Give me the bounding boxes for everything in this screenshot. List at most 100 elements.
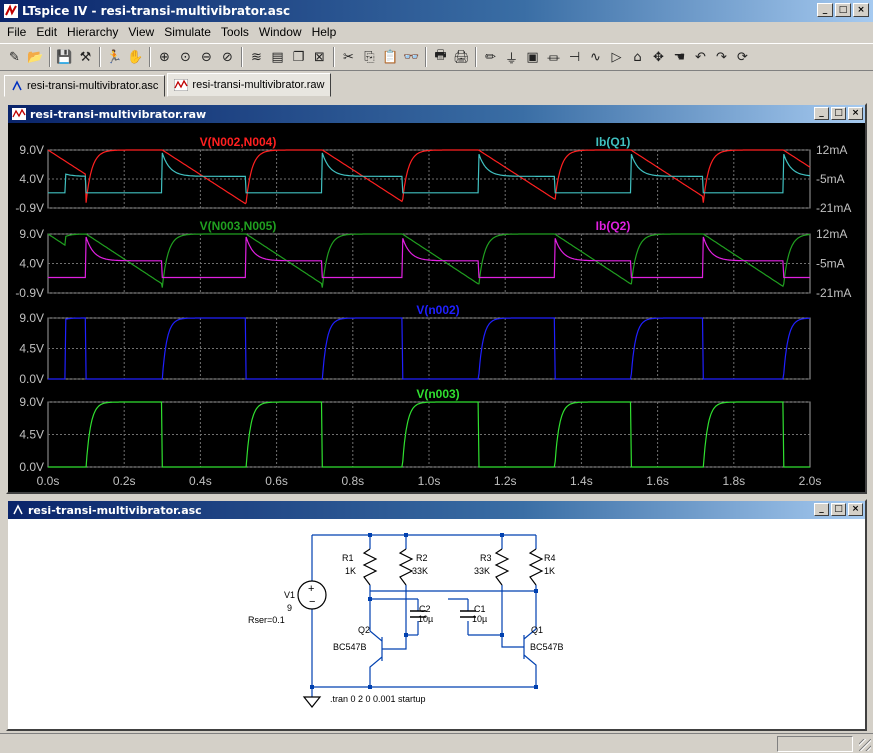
close-all-icon[interactable]: ⊠: [314, 49, 325, 65]
tab-waveform[interactable]: resi-transi-multivibrator.raw: [167, 73, 332, 97]
close-button[interactable]: ×: [848, 107, 863, 120]
menu-edit[interactable]: Edit: [36, 25, 58, 39]
close-button[interactable]: ×: [853, 3, 869, 17]
resize-grip-icon[interactable]: [859, 739, 871, 751]
app-title-bar: LTspice IV - resi-transi-multivibrator.a…: [0, 0, 873, 22]
ground-icon[interactable]: ⏚: [504, 51, 518, 67]
schematic-canvas[interactable]: + − R1 1K R2 33K R3 33K R4: [8, 519, 865, 729]
trace-label[interactable]: Ib(Q2): [596, 219, 631, 233]
trace-line: [48, 152, 811, 194]
print-icon[interactable]: 🖨: [453, 49, 470, 65]
x-tick-label: 1.2s: [494, 474, 517, 488]
maximize-button[interactable]: □: [835, 3, 851, 17]
paste-icon[interactable]: 📋: [382, 49, 399, 65]
rotate-icon[interactable]: ⟳: [737, 49, 748, 65]
tile-icon[interactable]: ▤: [271, 49, 284, 65]
run-icon[interactable]: 🏃: [106, 49, 123, 65]
undo-icon[interactable]: ↶: [695, 49, 706, 65]
y-tick-label: 9.0V: [19, 143, 44, 157]
maximize-button[interactable]: □: [831, 503, 846, 516]
zoom-out-icon[interactable]: ⊖: [201, 49, 212, 65]
schematic-drawing[interactable]: + − R1 1K R2 33K R3 33K R4: [8, 519, 865, 729]
menu-window[interactable]: Window: [258, 25, 302, 39]
waveform-icon: [12, 108, 26, 120]
control-panel-icon[interactable]: ⚒: [79, 49, 92, 65]
y2-tick-label: 12mA: [816, 227, 847, 241]
toolbar-separator: [49, 47, 51, 67]
draw-wire-icon[interactable]: ✏: [485, 49, 496, 65]
menu-file[interactable]: File: [7, 25, 27, 39]
component-icon[interactable]: ⌂: [633, 49, 642, 65]
zoom-in-icon[interactable]: ⊕: [159, 49, 170, 65]
print-setup-icon[interactable]: 🖶: [434, 48, 447, 63]
trace-line: [48, 236, 810, 279]
x-tick-label: 0.4s: [189, 474, 212, 488]
toolbar-separator: [475, 47, 477, 67]
minimize-button[interactable]: _: [814, 107, 829, 120]
trace-label[interactable]: V(n002): [416, 303, 459, 317]
inductor-icon[interactable]: ∿: [590, 49, 601, 65]
q1-model: BC547B: [530, 642, 564, 652]
resistor-r3: [494, 548, 510, 586]
menu-view[interactable]: View: [128, 25, 155, 39]
drag-icon[interactable]: ☚: [673, 49, 686, 65]
zoom-fit-icon[interactable]: ⊘: [222, 49, 233, 65]
y-tick-label: -0.9V: [15, 286, 44, 300]
resistor-r1: [362, 548, 378, 586]
open-icon[interactable]: 📂: [27, 49, 44, 65]
capacitor-icon[interactable]: ⊣: [568, 49, 581, 65]
diode-icon[interactable]: ▷: [611, 49, 622, 65]
zoom-pan-icon[interactable]: ⊙: [180, 49, 191, 65]
halt-icon[interactable]: ✋: [127, 49, 144, 65]
menu-tools[interactable]: Tools: [220, 25, 249, 39]
x-tick-label: 0.8s: [341, 474, 364, 488]
r2-value: 33K: [412, 566, 428, 576]
copy-icon[interactable]: ⎘: [364, 49, 375, 65]
trace-label[interactable]: V(n003): [416, 387, 459, 401]
move-icon[interactable]: ✥: [653, 49, 664, 65]
toolbar-separator: [241, 47, 243, 67]
close-button[interactable]: ×: [848, 503, 863, 516]
junction-dots: [310, 533, 538, 689]
trace-label[interactable]: Ib(Q1): [596, 135, 631, 149]
tab-label: resi-transi-multivibrator.asc: [27, 80, 159, 92]
c2-value: 10µ: [418, 614, 433, 624]
cut-icon[interactable]: ✂: [343, 49, 354, 65]
maximize-button[interactable]: □: [831, 107, 846, 120]
minimize-button[interactable]: _: [817, 3, 833, 17]
trace-line: [47, 149, 811, 205]
resistor-icon[interactable]: ⏛: [546, 51, 560, 67]
new-schematic-icon[interactable]: ✎: [9, 49, 20, 65]
waveform-icon: [174, 79, 189, 91]
tab-schematic[interactable]: resi-transi-multivibrator.asc: [4, 75, 166, 97]
trace-label[interactable]: V(N003,N005): [200, 219, 277, 233]
component-labels: R1 1K R2 33K R3 33K R4 1K C2 10µ C1 10µ …: [248, 553, 564, 704]
menu-simulate[interactable]: Simulate: [164, 25, 211, 39]
waveform-chart[interactable]: 9.0V4.0V-0.9V12mA-5mA-21mAV(N002,N004)Ib…: [8, 123, 865, 492]
cascade-icon[interactable]: ❐: [292, 49, 305, 65]
resistor-r4: [528, 548, 544, 586]
r3-name: R3: [480, 553, 492, 563]
waveform-window: resi-transi-multivibrator.raw _ □ × 9.0V…: [6, 103, 867, 494]
y-tick-label: 4.0V: [19, 257, 44, 271]
r1-value: 1K: [345, 566, 356, 576]
trace-label[interactable]: V(N002,N004): [200, 135, 277, 149]
x-tick-label: 1.4s: [570, 474, 593, 488]
minimize-button[interactable]: _: [814, 503, 829, 516]
v1-rser: Rser=0.1: [248, 615, 285, 625]
status-cell: [777, 736, 853, 752]
toolbar-separator: [149, 47, 151, 67]
svg-text:+: +: [308, 583, 314, 595]
save-icon[interactable]: 💾: [56, 49, 73, 65]
menu-hierarchy[interactable]: Hierarchy: [67, 25, 119, 39]
label-net-icon[interactable]: ▣: [526, 49, 539, 65]
find-icon[interactable]: 👓: [403, 49, 420, 65]
document-tabs: resi-transi-multivibrator.asc resi-trans…: [0, 73, 873, 97]
redo-icon[interactable]: ↷: [716, 49, 727, 65]
resistor-r2: [398, 548, 414, 586]
app-title: LTspice IV - resi-transi-multivibrator.a…: [22, 4, 291, 18]
autorange-icon[interactable]: ≋: [251, 49, 262, 65]
ltspice-logo-icon: [4, 4, 18, 18]
menu-help[interactable]: Help: [311, 25, 337, 39]
